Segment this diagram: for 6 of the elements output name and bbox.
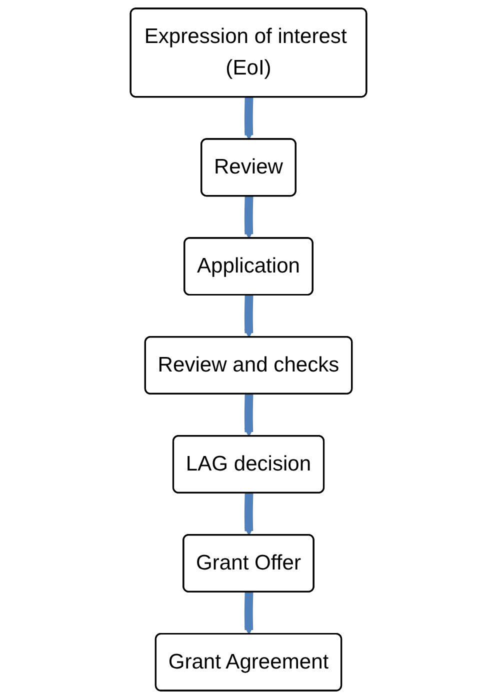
arrow [244,492,254,536]
arrow [244,294,254,338]
arrow [244,196,254,239]
arrow [244,96,254,140]
arrow [244,393,254,437]
arrow [244,591,254,635]
